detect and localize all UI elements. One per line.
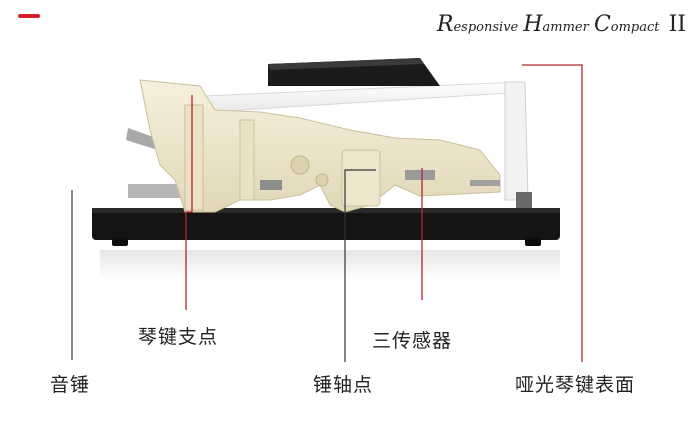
sensor-rail <box>470 180 500 186</box>
base-foot-right <box>525 238 541 246</box>
body-hole-1 <box>290 155 310 175</box>
callout-hammer-pivot: 锤轴点 <box>313 374 374 396</box>
black-key-top <box>268 58 424 70</box>
leader-key-fulcrum <box>185 95 193 310</box>
metal-weight <box>260 180 282 190</box>
product-logo: Responsive Hammer Compact II <box>437 12 686 37</box>
white-key <box>204 81 525 113</box>
logo-word-3: Compact <box>593 12 660 37</box>
callout-matte-key-surface: 哑光琴键表面 <box>515 374 636 396</box>
logo-word-1: Responsive <box>436 12 519 37</box>
callout-triple-sensor: 三传感器 <box>372 330 453 352</box>
logo-numeral: II <box>668 12 686 37</box>
leader-hammer-pivot <box>344 169 376 362</box>
hammer-pivot-block <box>341 149 381 207</box>
callout-key-fulcrum: 琴键支点 <box>138 326 219 348</box>
floor-reflection <box>100 250 560 280</box>
callout-hammer: 音锤 <box>50 374 91 396</box>
base-plate-edge <box>92 208 560 213</box>
sensor-contact <box>405 170 435 180</box>
fulcrum-post <box>184 104 204 211</box>
hammer-arm-lower <box>128 184 185 198</box>
leader-matte-surface <box>522 64 583 362</box>
body-hole-2 <box>315 173 329 187</box>
key-front <box>504 81 529 201</box>
logo-word-2: Hammer <box>523 12 589 37</box>
body-rib-1 <box>239 119 255 201</box>
front-clip <box>516 192 532 208</box>
base-plate <box>92 208 560 240</box>
accent-bar <box>18 14 40 18</box>
base-foot-left <box>112 238 128 246</box>
